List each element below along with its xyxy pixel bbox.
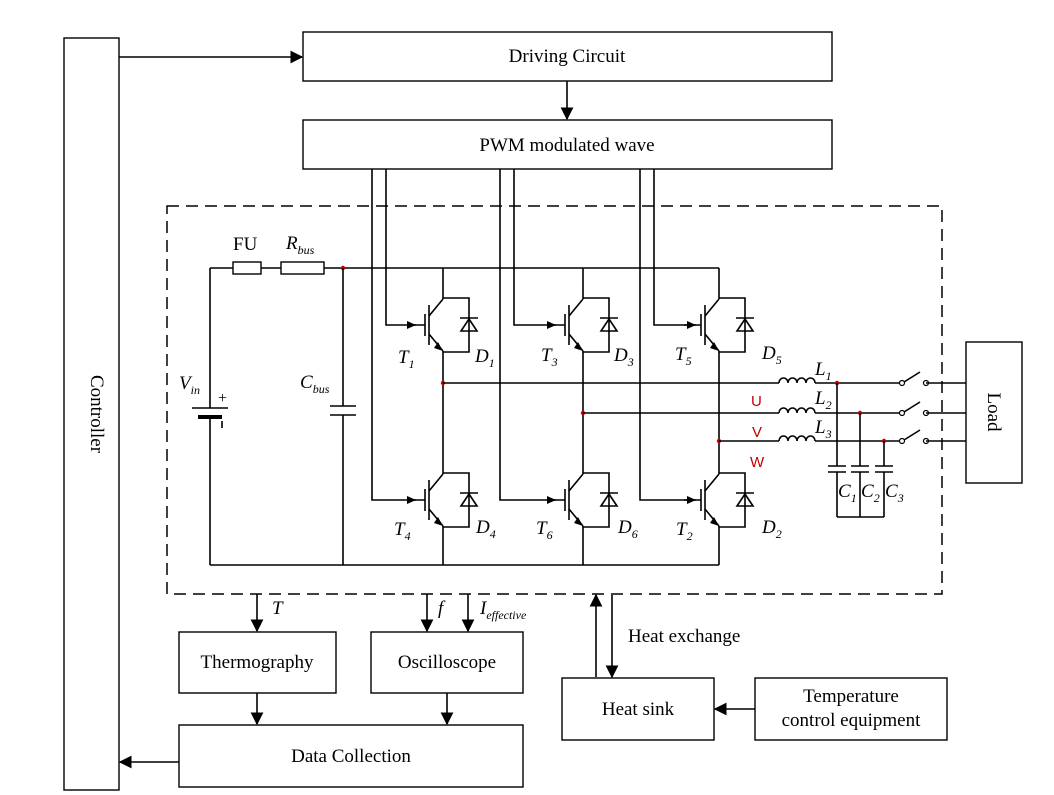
signal-i-label: Ieffective	[479, 598, 527, 622]
igbt-t1	[407, 284, 479, 366]
battery-plus: +	[218, 390, 227, 407]
phase-v-label: V	[752, 424, 762, 441]
phase-u-label: U	[751, 393, 762, 410]
driving-circuit-block	[302, 31, 833, 82]
thermography-label: Thermography	[201, 652, 314, 673]
load-label: Load	[983, 392, 1004, 432]
bus-resistor	[280, 261, 325, 275]
heat-sink-label: Heat sink	[602, 699, 675, 720]
d2-label: D2	[761, 517, 782, 541]
heat-sink-block	[561, 677, 715, 741]
switch-2	[898, 401, 930, 417]
oscilloscope-label: Oscilloscope	[398, 652, 496, 673]
switch-3	[898, 429, 930, 445]
heat-exchange-label: Heat exchange	[628, 626, 740, 647]
driving-circuit-label: Driving Circuit	[509, 46, 626, 67]
cbus-label: Cbus	[300, 372, 330, 396]
igbt-t2	[683, 459, 755, 541]
phase-w-label: W	[750, 454, 765, 471]
igbt-t6	[547, 459, 619, 541]
d5-label: D5	[761, 343, 782, 367]
capacitor-c3	[874, 465, 894, 473]
d1-label: D1	[474, 346, 495, 370]
l2-label: L2	[814, 388, 832, 412]
data-collection-label: Data Collection	[291, 746, 411, 767]
inductor-l3	[778, 435, 816, 442]
t4-label: T4	[394, 519, 411, 543]
controller-block	[63, 37, 120, 791]
d6-label: D6	[617, 517, 638, 541]
d4-label: D4	[475, 517, 496, 541]
switch-1	[898, 371, 930, 387]
capacitor-c2	[850, 465, 870, 473]
pwm-label: PWM modulated wave	[479, 135, 654, 156]
igbt-t3	[547, 284, 619, 366]
inductor-l1	[778, 377, 816, 384]
c2-label: C2	[861, 481, 880, 505]
t1-label: T1	[398, 347, 415, 371]
c1-label: C1	[838, 481, 857, 505]
oscilloscope-block	[370, 631, 524, 694]
t3-label: T3	[541, 345, 558, 369]
t6-label: T6	[536, 518, 553, 542]
t5-label: T5	[675, 344, 692, 368]
d3-label: D3	[613, 345, 634, 369]
t2-label: T2	[676, 519, 693, 543]
l1-label: L1	[814, 359, 832, 383]
fu-label: FU	[233, 234, 258, 255]
thermography-block	[178, 631, 337, 694]
load-block	[965, 341, 1023, 484]
vin-label: Vin	[179, 373, 200, 397]
data-collection-block	[178, 724, 524, 788]
temperature-control-line2: control equipment	[782, 710, 921, 731]
fuse	[232, 261, 262, 275]
l3-label: L3	[814, 417, 832, 441]
inverter-boundary	[166, 205, 943, 595]
temperature-control-block	[754, 677, 948, 741]
signal-t-label: T	[272, 598, 284, 619]
capacitor-c1	[827, 465, 847, 473]
temperature-control-line1: Temperature	[803, 686, 899, 707]
c3-label: C3	[885, 481, 904, 505]
gate-lines	[371, 169, 696, 501]
rbus-label: Rbus	[285, 233, 315, 257]
controller-label: Controller	[86, 375, 107, 454]
signal-f-label: f	[438, 598, 446, 619]
inductor-l2	[778, 407, 816, 414]
igbt-t4	[407, 459, 479, 541]
igbt-t5	[683, 284, 755, 366]
